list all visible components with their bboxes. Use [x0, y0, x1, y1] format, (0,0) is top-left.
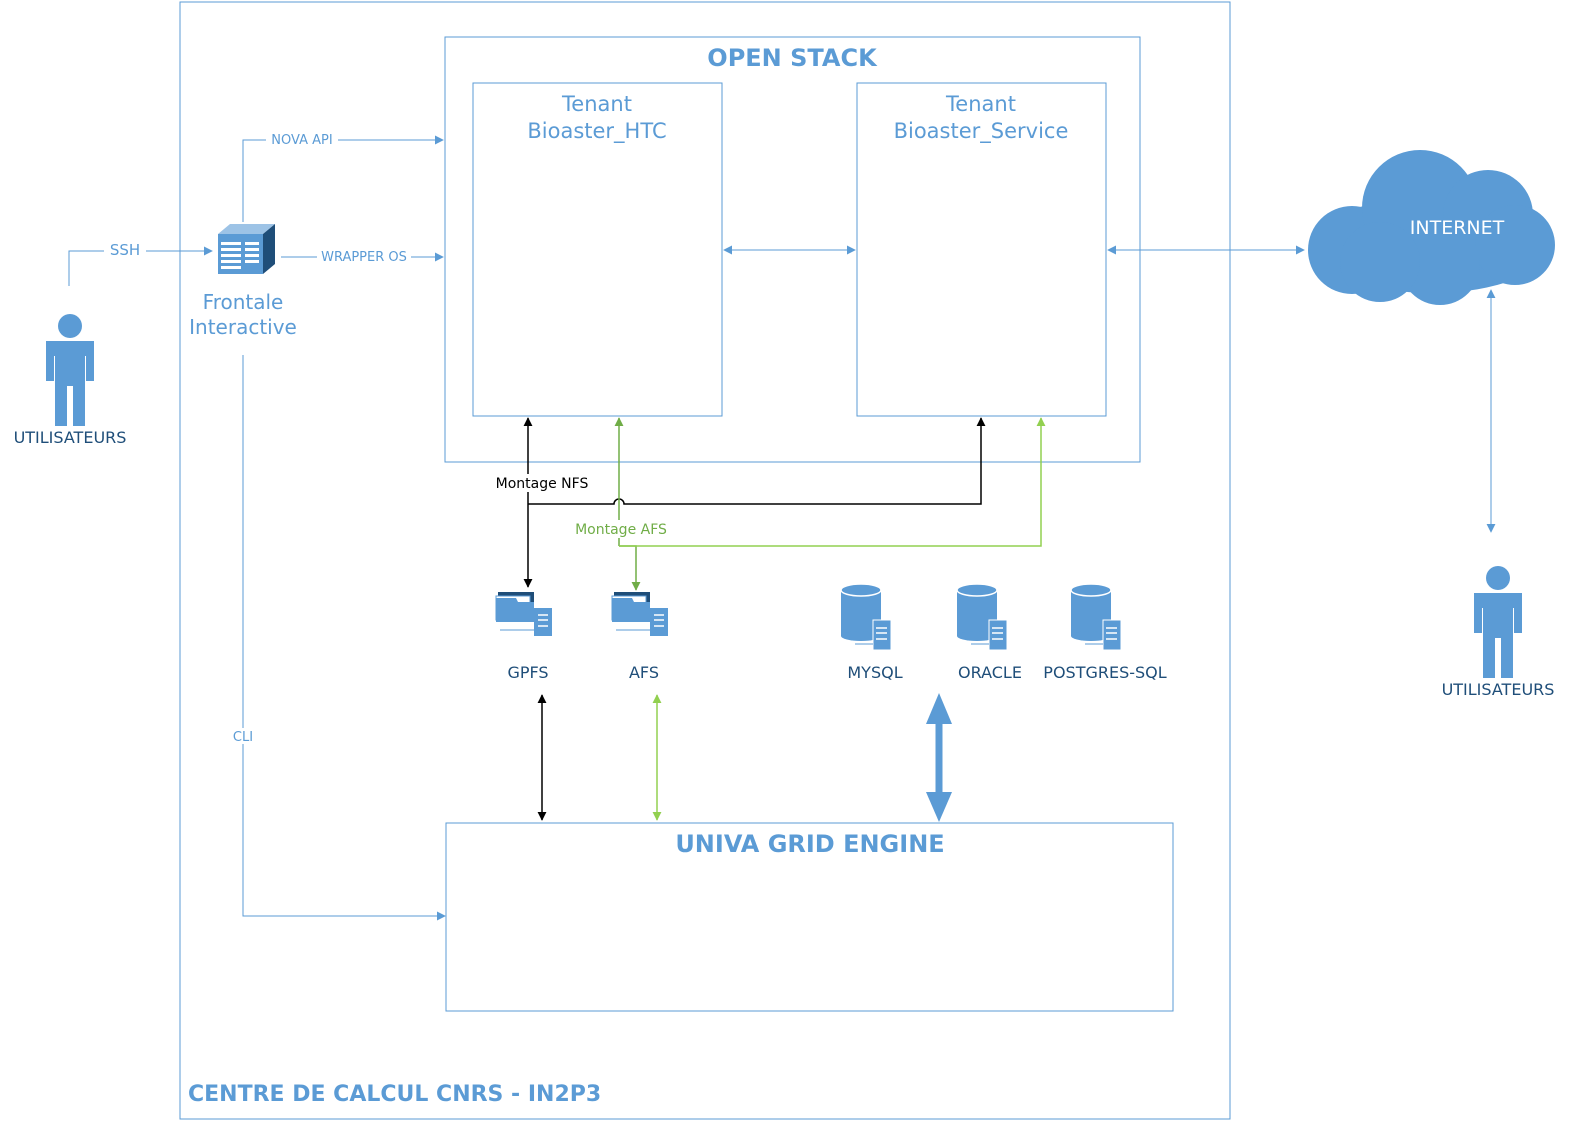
user-left-icon	[46, 314, 94, 426]
server-icon	[218, 224, 275, 274]
cli-connector	[242, 355, 446, 921]
nova-api-connector	[242, 135, 444, 222]
grid-engine-title: UNIVA GRID ENGINE	[675, 830, 944, 858]
afs-service-connector	[619, 417, 1046, 547]
tenant-htc-box	[472, 82, 723, 417]
afs-icon	[611, 591, 669, 637]
db-grid-link	[926, 693, 952, 822]
ssh-label: SSH	[110, 241, 140, 259]
centre-title: CENTRE DE CALCUL CNRS - IN2P3	[188, 1082, 601, 1107]
user-right-icon	[1474, 566, 1522, 678]
wrapper-os-label: WRAPPER OS	[321, 250, 407, 265]
cli-label: CLI	[233, 730, 253, 745]
nfs-service-connector	[528, 417, 986, 505]
grid-engine-box	[445, 822, 1174, 1012]
internet-label: INTERNET	[1410, 217, 1505, 239]
oracle-icon	[956, 583, 1008, 651]
postgres-icon	[1070, 583, 1122, 651]
postgres-label: POSTGRES-SQL	[1043, 663, 1166, 682]
cloud-icon	[1308, 150, 1555, 305]
mysql-label: MYSQL	[847, 663, 902, 682]
gpfs-icon	[495, 591, 553, 637]
nova-api-label: NOVA API	[271, 133, 332, 148]
montage-nfs-label: Montage NFS	[496, 476, 589, 492]
afs-storage-connector	[619, 545, 641, 591]
tenant-htc-line2: Bioaster_HTC	[527, 119, 666, 144]
user-left-label: UTILISATEURS	[14, 428, 127, 447]
frontale-line1: Frontale	[203, 290, 284, 314]
user-right-label: UTILISATEURS	[1442, 680, 1555, 699]
openstack-title: OPEN STACK	[707, 44, 878, 72]
mysql-icon	[840, 583, 892, 651]
frontale-line2: Interactive	[189, 315, 297, 339]
gpfs-label: GPFS	[507, 663, 548, 682]
tenant-service-line2: Bioaster_Service	[894, 119, 1069, 144]
oracle-label: ORACLE	[958, 663, 1022, 682]
tenant-htc-line1: Tenant	[561, 92, 632, 116]
tenant-service-box	[856, 82, 1107, 417]
montage-afs-label: Montage AFS	[575, 522, 667, 538]
afs-label: AFS	[629, 663, 659, 682]
centre-container	[179, 1, 1231, 1120]
ssh-connector	[68, 246, 213, 286]
tenant-service-line1: Tenant	[945, 92, 1016, 116]
